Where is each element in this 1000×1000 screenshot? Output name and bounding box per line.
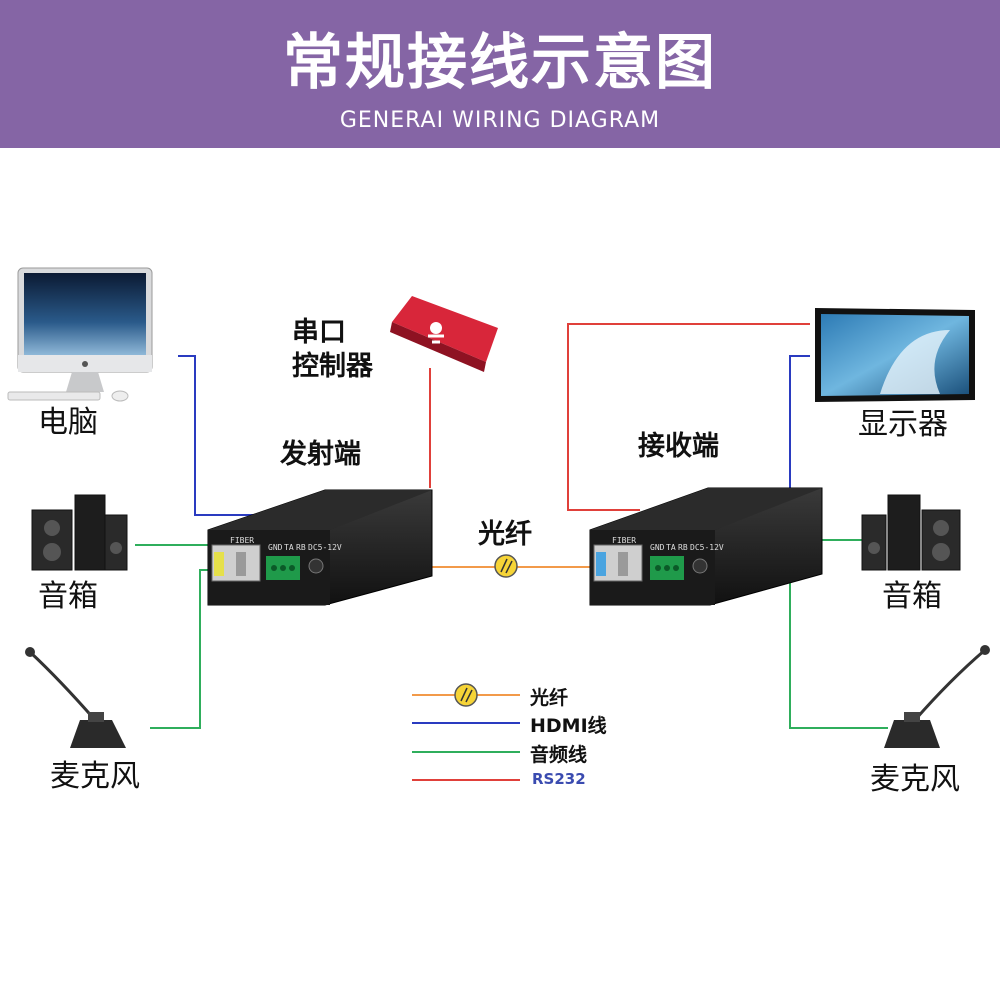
tx-port-gnd: GND	[268, 543, 283, 552]
tx-port-rb: RB	[296, 543, 306, 552]
legend-fiber-connector-icon	[454, 683, 478, 707]
legend-label-fiber: 光纤	[530, 687, 569, 709]
rx-port-dc: DC5-12V	[690, 543, 724, 552]
label-fiber: 光纤	[478, 519, 532, 550]
label-display: 显示器	[858, 407, 948, 442]
legend-label-rs232: RS232	[532, 770, 586, 788]
rx-port-rb: RB	[678, 543, 688, 552]
page-title: 常规接线示意图	[283, 28, 717, 98]
label-transmitter: 发射端	[280, 439, 361, 470]
rx-port-ta: TA	[666, 543, 676, 552]
hdmi-wire-left	[178, 355, 275, 516]
rx-port-fiber: FIBER	[612, 536, 636, 545]
label-serial-controller-line2: 控制器	[292, 351, 373, 382]
header-banner: 常规接线示意图 GENERAI WIRING DIAGRAM	[0, 0, 1000, 148]
transmitter-device: FIBER GND TA RB DC5-12V	[207, 489, 433, 606]
label-receiver: 接收端	[638, 431, 719, 462]
legend-label-audio: 音频线	[530, 744, 588, 766]
display-icon	[815, 308, 975, 402]
fiber-connector-icon	[494, 554, 518, 578]
hdmi-wire-right	[789, 355, 810, 488]
rs232-wire-right	[567, 323, 810, 511]
label-speaker-left: 音箱	[38, 579, 98, 614]
receiver-device: FIBER GND TA RB DC5-12V	[589, 487, 823, 606]
serial-controller-icon	[390, 296, 498, 372]
speaker-left-icon	[31, 494, 128, 571]
tx-port-fiber: FIBER	[230, 536, 254, 545]
label-computer: 电脑	[38, 405, 98, 440]
tx-port-ta: TA	[284, 543, 294, 552]
computer-icon	[7, 267, 153, 402]
legend-label-hdmi: HDMI线	[530, 715, 607, 737]
label-serial-controller-line1: 串口	[292, 317, 346, 348]
label-mic-right: 麦克风	[870, 762, 960, 797]
microphone-left-icon	[25, 647, 126, 748]
legend	[412, 683, 520, 781]
speaker-right-icon	[861, 494, 961, 571]
audio-wire-mic-right	[760, 571, 888, 729]
label-mic-left: 麦克风	[50, 759, 140, 794]
tx-port-dc: DC5-12V	[308, 543, 342, 552]
label-speaker-right: 音箱	[882, 579, 942, 614]
page-subtitle: GENERAI WIRING DIAGRAM	[339, 108, 661, 133]
rx-port-gnd: GND	[650, 543, 665, 552]
microphone-right-icon	[884, 645, 990, 748]
